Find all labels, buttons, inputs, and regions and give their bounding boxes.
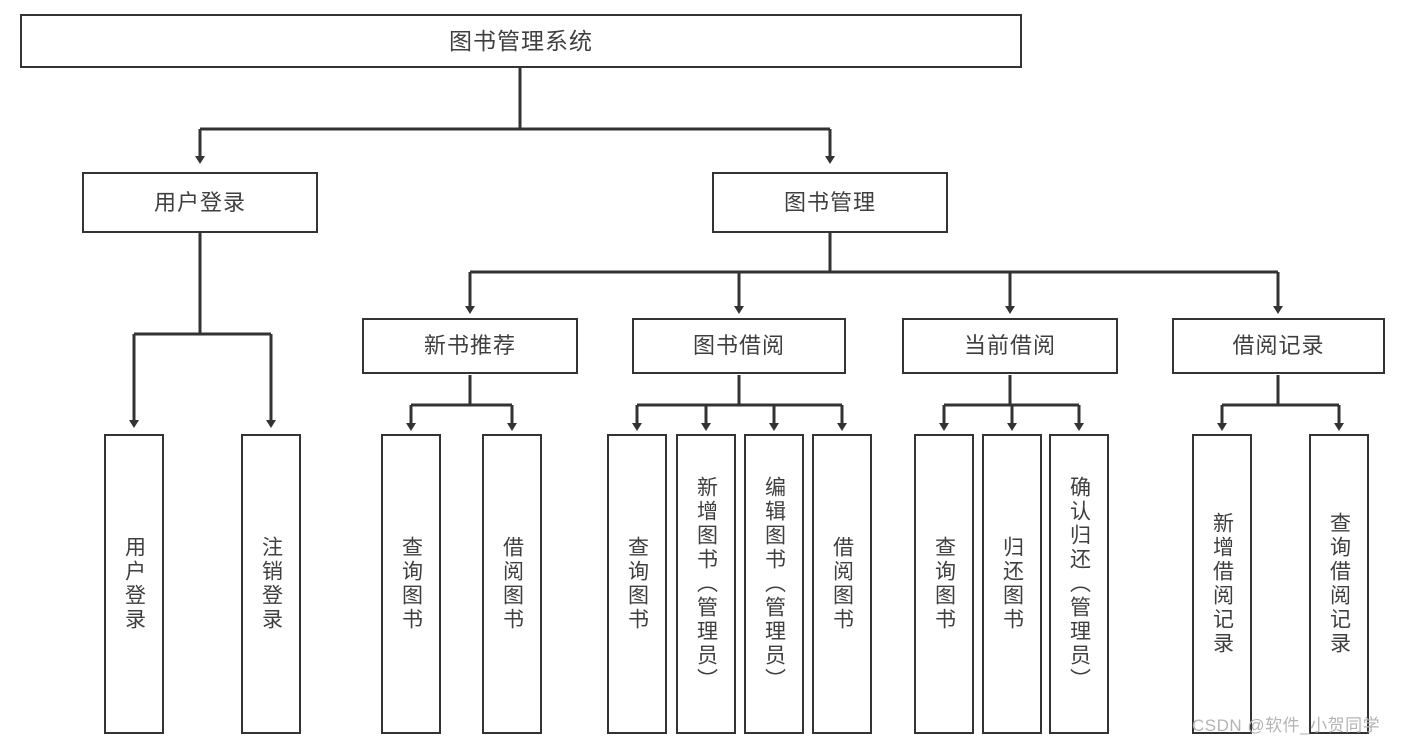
node-new-book-recommend[interactable]: 新书推荐 <box>362 318 578 374</box>
leaf-user-login-2[interactable]: 注销登录 <box>241 434 301 734</box>
leaf-label: 确认归还（管理员） <box>1067 476 1091 692</box>
leaf-label: 借阅图书 <box>830 536 854 632</box>
leaf-current-borrow-2[interactable]: 归还图书 <box>982 434 1042 734</box>
node-book-management[interactable]: 图书管理 <box>712 172 948 233</box>
leaf-label: 新增借阅记录 <box>1210 512 1234 656</box>
leaf-book-borrow-2[interactable]: 新增图书（管理员） <box>676 434 736 734</box>
node-borrow-record[interactable]: 借阅记录 <box>1172 318 1385 374</box>
leaf-label: 借阅图书 <box>500 536 524 632</box>
node-borrow-record-label: 借阅记录 <box>1232 333 1325 359</box>
node-user-login[interactable]: 用户登录 <box>82 172 318 233</box>
node-root[interactable]: 图书管理系统 <box>20 14 1022 68</box>
leaf-label: 新增图书（管理员） <box>694 476 718 692</box>
leaf-new-book-1[interactable]: 查询图书 <box>381 434 441 734</box>
leaf-label: 注销登录 <box>259 536 283 632</box>
node-book-borrow-label: 图书借阅 <box>692 333 785 359</box>
leaf-label: 查询图书 <box>625 536 649 632</box>
leaf-label: 查询借阅记录 <box>1327 512 1351 656</box>
leaf-book-borrow-3[interactable]: 编辑图书（管理员） <box>744 434 804 734</box>
watermark: CSDN @软件_小贺同学 <box>1192 716 1381 735</box>
leaf-current-borrow-1[interactable]: 查询图书 <box>914 434 974 734</box>
leaf-label: 查询图书 <box>932 536 956 632</box>
node-new-book-recommend-label: 新书推荐 <box>423 333 516 359</box>
node-current-borrow-label: 当前借阅 <box>963 333 1056 359</box>
leaf-user-login-1[interactable]: 用户登录 <box>104 434 164 734</box>
leaf-label: 用户登录 <box>122 536 146 632</box>
leaf-book-borrow-1[interactable]: 查询图书 <box>607 434 667 734</box>
leaf-label: 查询图书 <box>399 536 423 632</box>
leaf-label: 编辑图书（管理员） <box>762 476 786 692</box>
node-book-borrow[interactable]: 图书借阅 <box>632 318 846 374</box>
leaf-borrow-record-2[interactable]: 查询借阅记录 <box>1309 434 1369 734</box>
node-book-management-label: 图书管理 <box>783 189 876 215</box>
leaf-book-borrow-4[interactable]: 借阅图书 <box>812 434 872 734</box>
node-current-borrow[interactable]: 当前借阅 <box>902 318 1118 374</box>
node-user-login-label: 用户登录 <box>153 189 246 215</box>
leaf-borrow-record-1[interactable]: 新增借阅记录 <box>1192 434 1252 734</box>
leaf-current-borrow-3[interactable]: 确认归还（管理员） <box>1049 434 1109 734</box>
node-root-label: 图书管理系统 <box>449 27 593 54</box>
leaf-new-book-2[interactable]: 借阅图书 <box>482 434 542 734</box>
leaf-label: 归还图书 <box>1000 536 1024 632</box>
